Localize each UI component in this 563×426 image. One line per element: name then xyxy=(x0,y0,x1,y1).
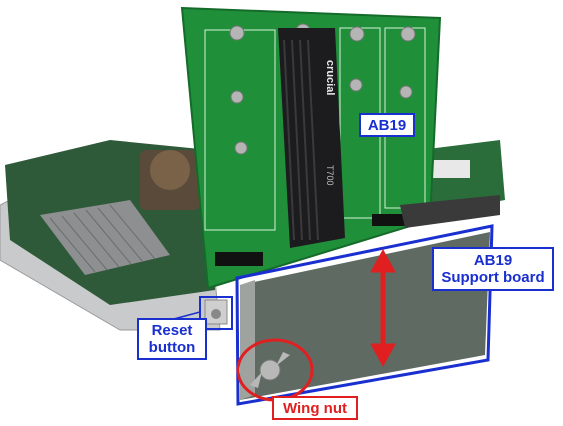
support-board xyxy=(240,232,490,400)
reset-button-screw xyxy=(211,309,221,319)
ssd-fins xyxy=(283,39,319,241)
reset-button-callout: Reset button xyxy=(137,318,207,360)
height-double-arrow xyxy=(370,248,396,368)
wing-nut-wing xyxy=(250,372,262,388)
reset-callout-line2: button xyxy=(148,339,196,356)
heatsink-fins xyxy=(49,204,156,273)
support-board-callout: AB19 Support board xyxy=(432,247,554,291)
metal-rail xyxy=(400,195,500,228)
wing-nut-icon xyxy=(259,359,281,381)
reset-callout-line1: Reset xyxy=(151,322,193,339)
wing-nut-callout: Wing nut xyxy=(272,396,358,420)
support-bracket xyxy=(240,280,255,400)
wing-nut-wing-2 xyxy=(276,352,290,366)
support-board-callout-line2: Support board xyxy=(441,269,545,286)
m2-connectors xyxy=(215,214,412,266)
ssd-model-label: T700 xyxy=(325,165,335,186)
fan-icon xyxy=(150,150,190,190)
support-board-callout-line1: AB19 xyxy=(473,252,513,269)
ab19-callout: AB19 xyxy=(359,113,415,137)
right-connector xyxy=(430,160,470,178)
left-heatsink xyxy=(40,200,170,275)
ssd-brand-label: crucial xyxy=(324,60,336,95)
standoff-holes xyxy=(229,23,416,155)
reset-button-outline xyxy=(199,296,233,330)
